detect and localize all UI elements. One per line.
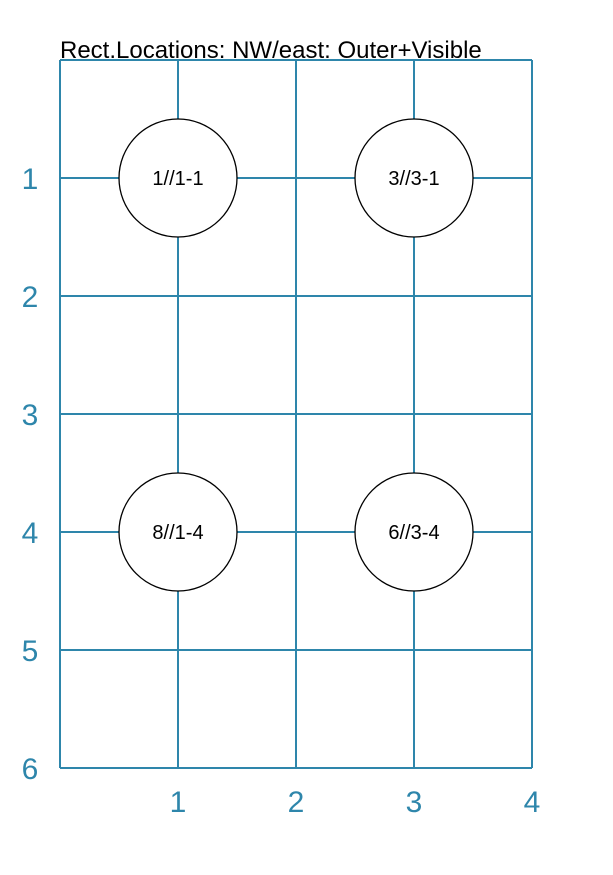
node-circle [354,118,474,238]
y-axis-label: 4 [22,517,39,550]
x-axis-label: 3 [406,786,423,819]
node-label: 1//1-1 [152,168,203,190]
y-axis-label: 3 [22,399,39,432]
nodes: 1//1-1 3//3-1 8//1-4 6//3-4 [118,118,474,592]
node-circle [118,472,238,592]
x-axis-label: 4 [524,786,541,819]
y-axis-label: 5 [22,635,39,668]
y-axis-label: 2 [22,281,39,314]
y-axis-label: 6 [22,753,39,786]
node-label: 8//1-4 [152,522,203,544]
node: 8//1-4 [118,472,238,592]
node: 6//3-4 [354,472,474,592]
node-label: 6//3-4 [388,522,439,544]
node: 1//1-1 [118,118,238,238]
y-axis-label: 1 [22,163,39,196]
axis-labels: 1 2 3 4 1 2 3 4 5 6 [22,163,541,819]
x-axis-label: 1 [170,786,187,819]
diagram-title: Rect.Locations: NW/east: Outer+Visible [60,37,482,64]
node-label: 3//3-1 [388,168,439,190]
node-circle [354,472,474,592]
node: 3//3-1 [354,118,474,238]
node-circle [118,118,238,238]
x-axis-label: 2 [288,786,305,819]
